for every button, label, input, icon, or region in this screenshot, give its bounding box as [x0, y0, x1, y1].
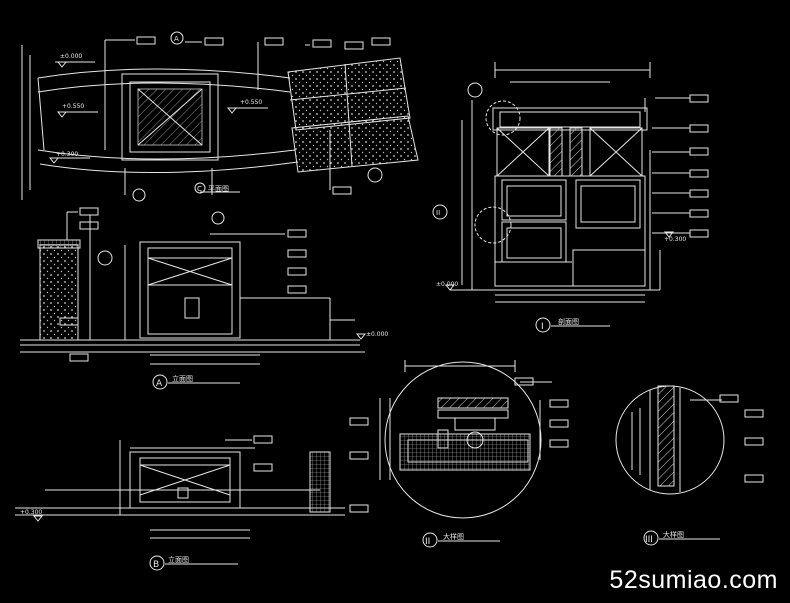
elev-b-title: 立面图	[168, 555, 189, 564]
plan-view	[21, 31, 419, 202]
elevation-a	[20, 207, 367, 390]
elev-a-elev-right: ±0.000	[366, 331, 388, 338]
section-i	[432, 62, 709, 333]
plan-title: 平面图	[208, 185, 229, 193]
section-i-title: 剖面图	[558, 317, 579, 326]
section-i-elev-right: +0.300	[664, 236, 686, 243]
plan-elev-mid-right: +0.550	[240, 99, 262, 106]
elev-b-elev-left: +0.300	[20, 509, 42, 516]
plan-top-symbol-letter: A	[174, 35, 179, 43]
plan-elev-left-bottom: +0.300	[56, 151, 78, 158]
section-i-elev-left: ±0.000	[436, 281, 458, 288]
elev-b-letter: B	[153, 560, 159, 570]
plan-elev-left-mid: +0.550	[62, 103, 84, 110]
plan-symbol-letter: C	[197, 185, 202, 193]
detail-ii-numeral: II	[425, 537, 430, 547]
detail-ii-title: 大样图	[443, 532, 464, 541]
elev-a-title: 立面图	[172, 374, 193, 383]
elev-a-letter: A	[156, 379, 163, 389]
section-i-numeral: I	[541, 322, 544, 332]
detail-iii	[615, 385, 764, 546]
detail-iii-title: 大样图	[663, 530, 684, 539]
detail-iii-numeral: III	[645, 535, 653, 545]
elevation-b	[15, 435, 369, 571]
watermark: 52sumiao.com	[609, 566, 778, 594]
section-i-callout-numeral: II	[436, 209, 440, 217]
plan-elev-left-top: ±0.000	[60, 53, 82, 60]
detail-ii	[349, 360, 569, 548]
